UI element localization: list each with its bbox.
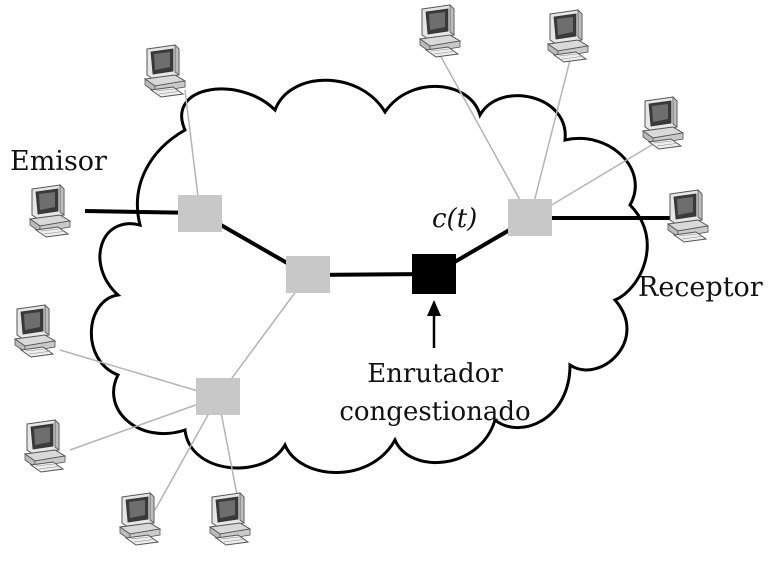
computer-icon-top-right-3	[642, 96, 684, 150]
router-label-line2: congestionado	[339, 397, 530, 427]
capacity-label: c(t)	[432, 204, 477, 234]
computer-icon-top-right-1	[419, 4, 461, 58]
router-middle	[286, 256, 330, 293]
computer-icon-left-1	[14, 304, 56, 358]
computer-icon-left-2	[24, 419, 66, 473]
computer-icon-bottom-1	[119, 492, 161, 546]
router-congested	[412, 254, 456, 294]
router-right	[508, 199, 552, 236]
computer-icon-receiver	[667, 189, 709, 243]
computer-icon-sender	[29, 184, 71, 238]
receiver-label: Receptor	[638, 272, 763, 303]
router-label-line1: Enrutador	[367, 359, 503, 389]
computer-icon-top	[144, 44, 186, 98]
sender-label: Emisor	[10, 146, 107, 177]
computer-icon-top-right-2	[547, 9, 589, 63]
router-left	[178, 195, 222, 232]
arrow-up-icon	[427, 300, 441, 348]
secondary-links	[59, 54, 661, 511]
computer-icon-bottom-2	[209, 492, 251, 546]
router-bottom	[196, 378, 240, 415]
